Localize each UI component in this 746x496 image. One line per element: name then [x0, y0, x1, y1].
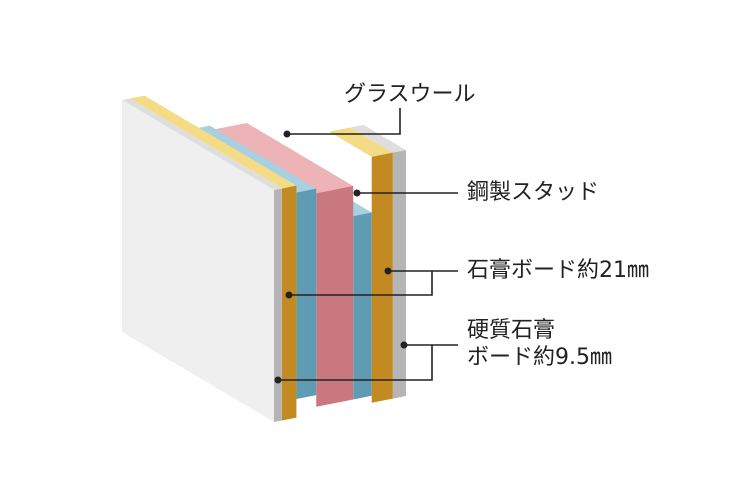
label-hard-gypsum-line2: ボード約9.5㎜: [467, 345, 612, 370]
label-glass-wool: グラスウール: [344, 82, 476, 107]
back-gypsum-board-side: [371, 152, 393, 403]
front-board-face: [122, 100, 274, 422]
back-gypsum-board-top: [329, 127, 393, 157]
dot-gypsum-front: [285, 291, 293, 299]
glass-wool-top: [209, 123, 354, 194]
back-hard-gypsum-board-top: [350, 124, 406, 153]
leader-gypsum-front: [289, 271, 433, 296]
back-hard-gypsum-board-side: [392, 150, 406, 399]
dot-steel-stud: [353, 189, 361, 197]
front-steel-stud-side: [296, 188, 317, 400]
label-gypsum-board: 石膏ボード約21㎜: [467, 258, 649, 283]
leader-glass-wool: [287, 108, 401, 135]
front-hard-gypsum-board-top: [122, 98, 282, 190]
front-gypsum-board-side: [281, 185, 297, 421]
dot-hard-gypsum-back: [400, 341, 408, 349]
dot-gypsum-back: [384, 267, 392, 275]
front-hard-gypsum-board-side: [274, 188, 282, 422]
glass-wool-side: [316, 186, 354, 407]
leader-hard-gypsum-front: [278, 345, 433, 381]
dot-glass-wool: [283, 130, 291, 138]
label-hard-gypsum-line1: 硬質石膏: [467, 318, 556, 343]
label-steel-stud: 鋼製スタッド: [467, 180, 600, 205]
back-steel-stud-side: [353, 212, 372, 400]
dot-hard-gypsum-front: [274, 376, 282, 384]
front-gypsum-board-top: [129, 95, 297, 189]
